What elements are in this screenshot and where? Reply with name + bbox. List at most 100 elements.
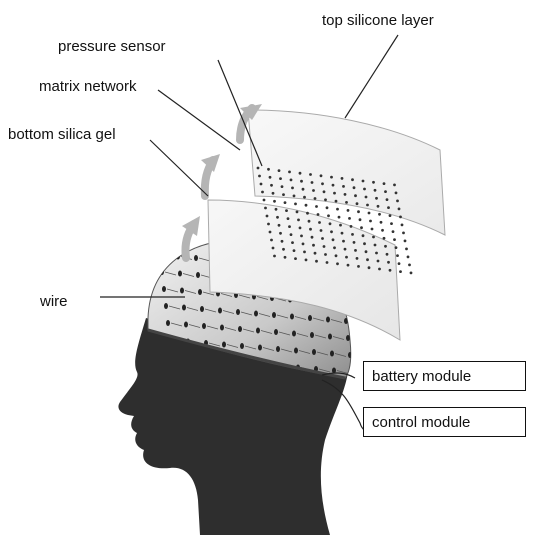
sensor-dot bbox=[388, 268, 392, 272]
sensor-dot bbox=[304, 203, 308, 207]
sensor-dot bbox=[361, 179, 365, 183]
sensor-dot bbox=[256, 166, 260, 170]
sensor-dot bbox=[301, 187, 305, 191]
sensor-dot bbox=[298, 226, 302, 230]
sensor-dot bbox=[366, 258, 369, 262]
sensor-dot bbox=[343, 247, 347, 251]
sensor-dot bbox=[316, 213, 320, 216]
sensor-dot bbox=[292, 249, 296, 253]
cap-electrode-dot bbox=[164, 303, 168, 309]
sensor-dot bbox=[342, 185, 345, 188]
cap-electrode-dot bbox=[158, 252, 162, 258]
cap-electrode-dot bbox=[256, 327, 260, 334]
cap-electrode-dot bbox=[274, 329, 278, 335]
sensor-dot bbox=[289, 233, 293, 237]
sensor-dot bbox=[367, 266, 371, 270]
sensor-dot bbox=[390, 222, 393, 226]
sensor-dot bbox=[397, 262, 401, 265]
sensor-dot bbox=[363, 242, 366, 246]
sensor-dot bbox=[280, 239, 284, 243]
cap-electrode-dot bbox=[194, 255, 198, 261]
sensor-dot bbox=[277, 169, 281, 173]
cap-electrode-dot bbox=[202, 323, 206, 329]
cap-wire-segment bbox=[166, 288, 179, 293]
sensor-dot bbox=[399, 215, 402, 219]
sensor-dot bbox=[288, 170, 291, 174]
sensor-dot bbox=[297, 218, 300, 222]
sensor-dot bbox=[388, 214, 392, 218]
cap-electrode-dot bbox=[326, 316, 330, 323]
cap-electrode-dot bbox=[294, 347, 298, 354]
sensor-dot bbox=[325, 206, 329, 210]
sensor-dot bbox=[355, 257, 359, 260]
cap-electrode-dot bbox=[200, 306, 204, 312]
sensor-dot bbox=[340, 231, 344, 235]
sensor-dot bbox=[313, 251, 317, 255]
sensor-dot bbox=[300, 179, 303, 183]
sensor-dot bbox=[331, 238, 335, 242]
cap-electrode-dot bbox=[218, 307, 222, 314]
cap-electrode-dot bbox=[348, 352, 351, 358]
cap-electrode-dot bbox=[184, 321, 188, 328]
sensor-dot bbox=[403, 239, 407, 243]
cap-electrode-dot bbox=[182, 304, 186, 311]
sensor-dot bbox=[367, 211, 371, 215]
sensor-dot bbox=[369, 219, 372, 223]
sensor-dot bbox=[264, 206, 267, 210]
sensor-dot bbox=[310, 181, 314, 184]
sensor-dot bbox=[291, 186, 294, 190]
sensor-dot bbox=[336, 262, 339, 266]
sensor-dot bbox=[277, 223, 281, 227]
cap-wire-segment bbox=[334, 353, 347, 357]
cap-electrode-dot bbox=[240, 343, 244, 349]
cap-electrode-dot bbox=[196, 272, 200, 278]
sensor-dot bbox=[382, 236, 386, 240]
sensor-dot bbox=[330, 175, 333, 179]
cap-wire-segment bbox=[276, 314, 289, 319]
sensor-dot bbox=[276, 215, 279, 219]
cap-electrode-dot bbox=[344, 318, 348, 324]
sensor-dot bbox=[381, 228, 384, 232]
cap-wire-segment bbox=[296, 333, 309, 337]
cap-electrode-dot bbox=[166, 320, 170, 326]
sensor-dot bbox=[267, 222, 270, 226]
sensor-dot bbox=[340, 177, 344, 180]
sensor-dot bbox=[346, 263, 350, 267]
sensor-dot bbox=[322, 190, 326, 194]
cap-wire-segment bbox=[258, 313, 271, 317]
sensor-dot bbox=[270, 183, 273, 187]
sensor-dot bbox=[327, 214, 330, 218]
sensor-dot bbox=[357, 210, 360, 214]
cap-wire-segment bbox=[242, 328, 255, 333]
cap-electrode-dot bbox=[254, 310, 258, 317]
sensor-dot bbox=[273, 254, 276, 258]
sensor-dot bbox=[271, 246, 275, 250]
sensor-dot bbox=[402, 231, 405, 235]
sensor-dot bbox=[267, 167, 270, 171]
sensor-dot bbox=[352, 241, 356, 244]
sensor-dot bbox=[382, 182, 386, 186]
cap-electrode-dot bbox=[198, 289, 202, 295]
sensor-dot bbox=[373, 243, 377, 247]
sensor-dot bbox=[288, 225, 291, 229]
sensor-dot bbox=[309, 227, 312, 231]
cap-wire-segment bbox=[222, 310, 235, 314]
sensor-dot bbox=[345, 255, 348, 259]
sensor-dot bbox=[261, 190, 264, 194]
sensor-dot bbox=[295, 210, 299, 214]
cap-wire-segment bbox=[314, 334, 327, 339]
cap-electrode-dot bbox=[180, 287, 184, 294]
sensor-dot bbox=[331, 183, 335, 187]
sensor-dot bbox=[396, 199, 399, 203]
cap-wire-segment bbox=[164, 271, 177, 276]
sensor-dot bbox=[400, 223, 404, 227]
sensor-dot bbox=[378, 212, 381, 216]
cap-wire-segment bbox=[186, 307, 199, 311]
label-bottom-silica-gel: bottom silica gel bbox=[8, 126, 116, 143]
sensor-dot bbox=[298, 171, 302, 175]
sensor-dot bbox=[364, 195, 368, 199]
sensor-dot bbox=[319, 174, 323, 178]
top-silicone-sheet bbox=[247, 109, 446, 236]
cap-electrode-dot bbox=[162, 286, 166, 292]
sensor-dot bbox=[372, 235, 375, 239]
